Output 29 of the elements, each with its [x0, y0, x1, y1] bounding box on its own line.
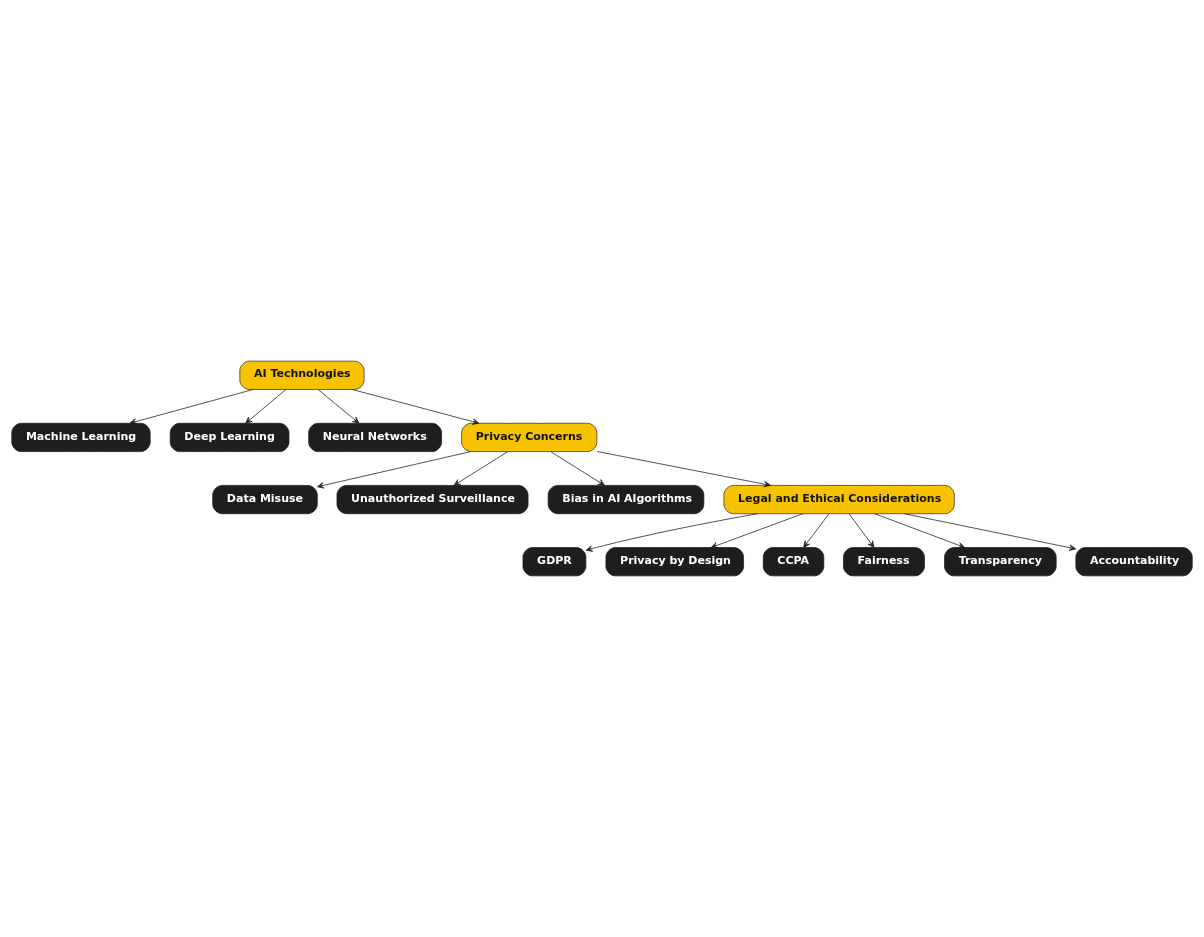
node-box: Fairness — [843, 547, 925, 577]
arrow — [803, 513, 830, 548]
node-box: Transparency — [944, 547, 1057, 577]
node-box: Data Misuse — [212, 485, 318, 515]
arrow — [710, 513, 804, 549]
node-box: GDPR — [522, 547, 587, 577]
arrow — [317, 451, 471, 489]
node-box: Bias in AI Algorithms — [547, 485, 705, 515]
arrow — [585, 513, 758, 552]
node-box: Neural Networks — [308, 422, 442, 452]
node-box: AI Technologies — [239, 360, 365, 390]
arrow — [550, 451, 605, 486]
node-box: Privacy Concerns — [461, 422, 598, 452]
arrow — [453, 451, 509, 486]
arrow — [352, 389, 480, 425]
node-box: Deep Learning — [169, 422, 290, 452]
arrow — [245, 389, 287, 424]
node-box: Privacy by Design — [605, 547, 744, 577]
arrow — [129, 389, 254, 425]
arrow — [848, 513, 875, 548]
arrow — [596, 451, 771, 488]
arrow — [904, 513, 1077, 551]
arrow — [317, 389, 360, 424]
arrow — [874, 513, 966, 549]
node-box: CCPA — [762, 547, 825, 577]
node-box: Legal and Ethical Considerations — [723, 485, 955, 515]
node-box: Machine Learning — [11, 422, 151, 452]
node-box: Unauthorized Surveillance — [336, 485, 529, 515]
node-box: Accountability — [1075, 547, 1193, 577]
